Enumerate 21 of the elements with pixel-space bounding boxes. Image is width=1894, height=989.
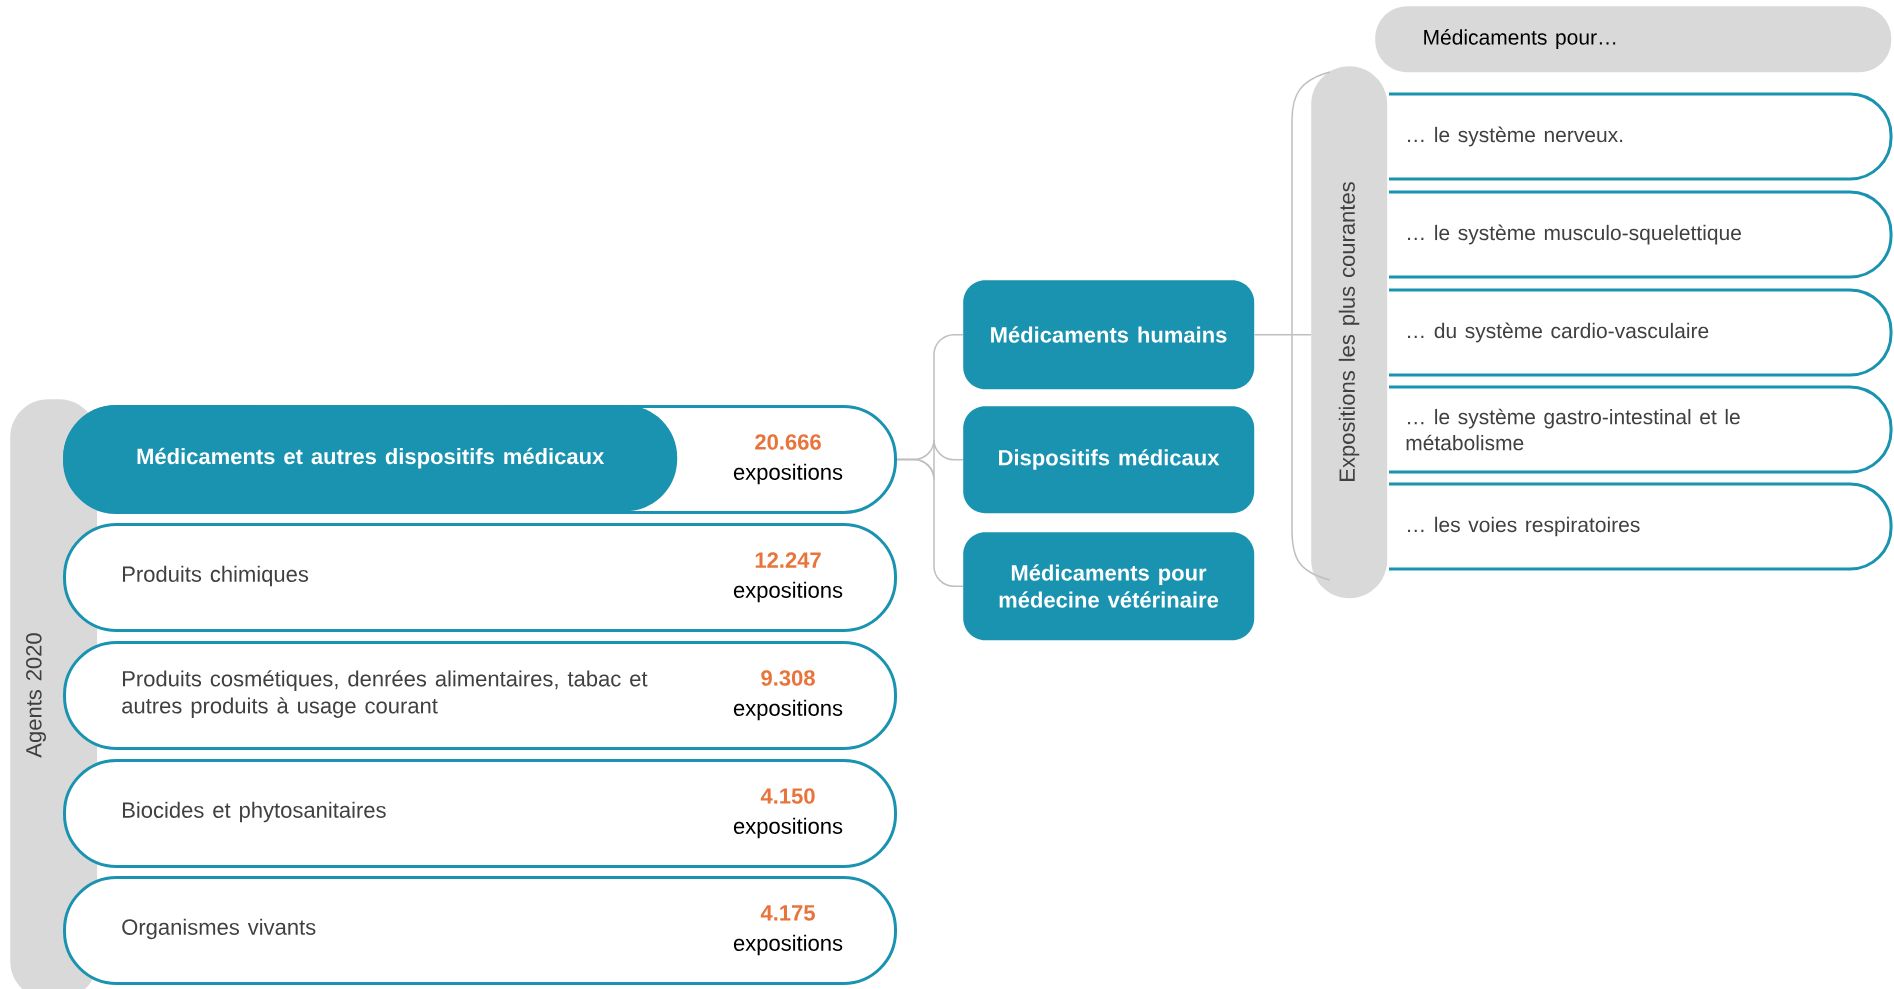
category-box: Médicaments pour médecine vétérinaire: [963, 532, 1255, 641]
category-box: Dispositifs médicaux: [963, 406, 1255, 514]
item-box: … le système musculo-squelettique: [1389, 190, 1893, 279]
connector: [896, 458, 964, 587]
item-box: … du système cardio-vasculaire: [1389, 288, 1893, 377]
category-box: Médicaments humains: [963, 280, 1255, 390]
node-label: 4.175: [760, 905, 815, 921]
row-box: Produits cosmétiques, denrées alimentaires, tabac et autres produits à usage courant 9.308 expositions: [63, 641, 897, 750]
node-label: expositions: [733, 934, 843, 956]
item-box: … les voies respiratoires: [1389, 482, 1893, 571]
connector: [1253, 333, 1312, 336]
row-box: Produits chimiques 12.247 expositions: [63, 523, 897, 632]
row-box: Biocides et phytosanitaires 4.150 expositions: [63, 759, 897, 868]
row-box: Organismes vivants 4.175 expositions: [63, 876, 897, 985]
node-label: Médicaments et autres dispositifs médicaux: [137, 447, 605, 469]
category-pill: Médicaments et autres dispositifs médicaux: [63, 405, 678, 512]
node-label: Organismes vivants: [122, 918, 316, 940]
item-box: … le système nerveux.: [1389, 92, 1893, 181]
header-pill: Médicaments pour…: [1375, 6, 1892, 73]
item-box: … le système gastro-intestinal et le métabolisme: [1389, 385, 1893, 474]
side-band: Expositions les plus courantes: [1311, 66, 1388, 599]
